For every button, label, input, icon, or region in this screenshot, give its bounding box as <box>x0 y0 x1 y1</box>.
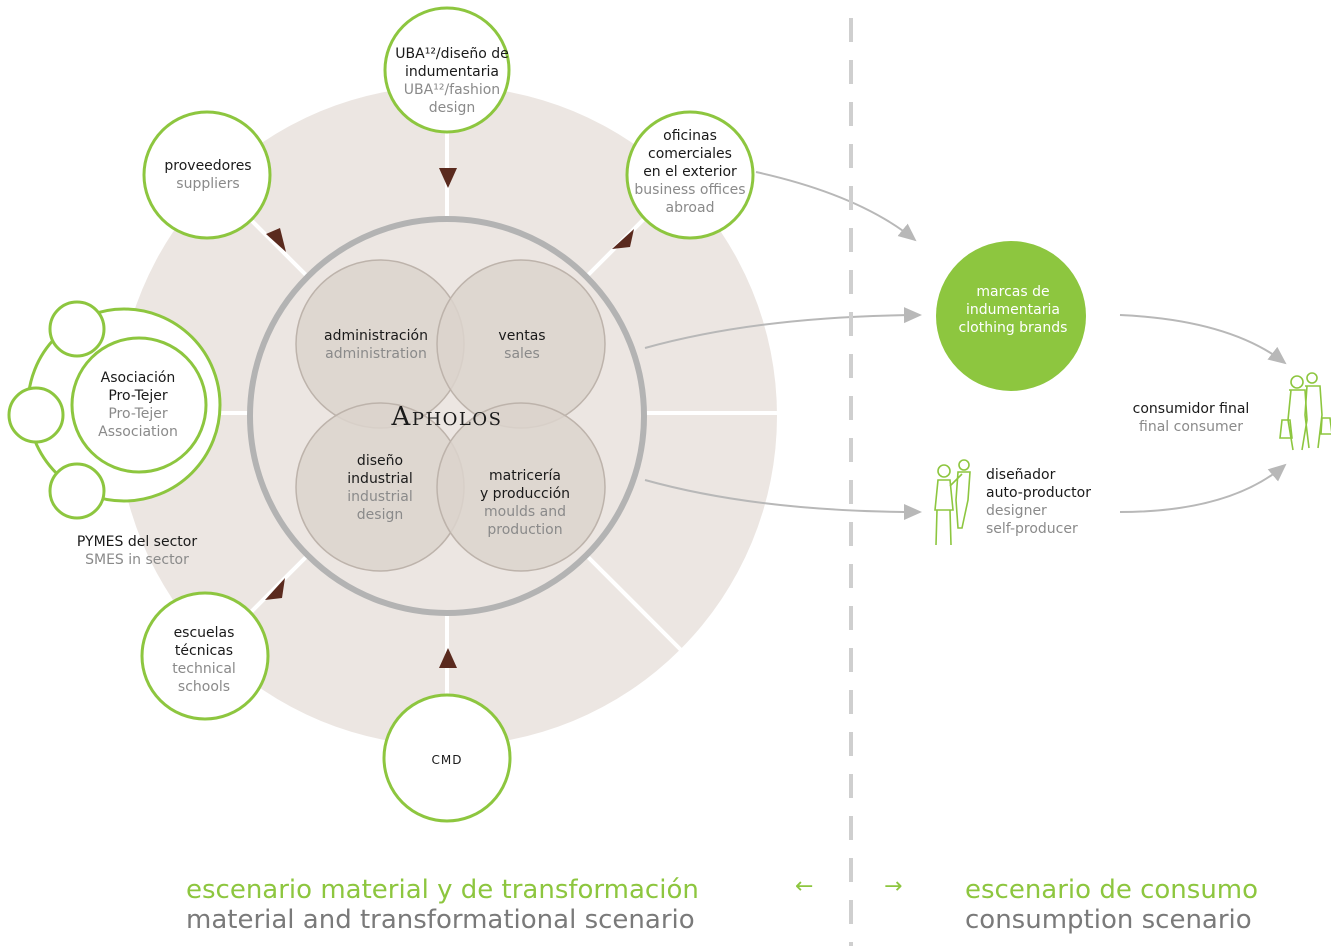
consumidor-label: consumidor final final consumer <box>1133 400 1250 436</box>
proveedores-circle <box>142 110 272 240</box>
escuelas-circle <box>140 591 270 721</box>
quadrant-label-en: production <box>487 522 563 538</box>
marcas-label-es: marcas de <box>976 284 1050 300</box>
disenador-label-en: designer <box>986 503 1047 519</box>
pymes-small-circle-top <box>48 300 106 358</box>
protejer-label-es: Pro-Tejer <box>108 388 168 404</box>
connector-marcas-consumidor <box>1119 314 1287 365</box>
arrowhead-from-cmd <box>439 648 457 668</box>
scenario-left-en: material and transformational scenario <box>186 905 695 935</box>
oficinas-label-es: en el exterior <box>643 164 737 180</box>
uba-label-en: design <box>428 100 476 116</box>
escuelas-label: escuelas técnicas technical schools <box>172 624 236 696</box>
arrowhead-to-oficinas <box>612 229 634 249</box>
quadrant-label-es: matricería <box>489 468 561 484</box>
quadrant-label-es: industrial <box>347 471 413 487</box>
quadrant-label-es: y producción <box>479 486 571 502</box>
consumidor-label-en: final consumer <box>1139 419 1243 435</box>
oficinas-circle <box>625 110 755 240</box>
pymes-small-circle-bottom <box>48 462 106 520</box>
connector-apholos-disenador <box>644 479 922 520</box>
cmd-circle <box>382 693 512 823</box>
quadrant-label-administration: administración administration <box>324 327 428 363</box>
oficinas-label-en: business offices <box>634 182 746 198</box>
satellite-circles <box>7 6 755 823</box>
proveedores-label-en: suppliers <box>176 176 240 192</box>
pymes-label: PYMES del sector SMES in sector <box>77 533 197 569</box>
cmd-label: CMD <box>432 751 463 769</box>
quadrant-label-en: industrial <box>347 489 413 505</box>
proveedores-label: proveedores suppliers <box>164 157 251 193</box>
uba-label-es: UBA¹²/diseño de <box>395 46 509 62</box>
arrowhead-from-proveedores <box>266 228 286 252</box>
protejer-label-en: Pro-Tejer <box>108 406 168 422</box>
connectors <box>644 171 1287 520</box>
oficinas-label: oficinas comerciales en el exterior busi… <box>634 127 745 217</box>
scenario-left-caption: escenario material y de transformación m… <box>186 875 699 935</box>
pymes-small-circle-left <box>7 386 65 444</box>
arrowheads <box>265 168 634 668</box>
escuelas-label-es: técnicas <box>174 643 234 659</box>
disenador-label: diseñador auto-productor designer self-p… <box>986 466 1091 538</box>
pymes-label-en: SMES in sector <box>85 552 189 568</box>
uba-label: UBA¹²/diseño de indumentaria UBA¹²/fashi… <box>395 45 508 117</box>
arrowhead-from-uba <box>439 168 457 188</box>
protejer-inner-circle <box>70 336 208 474</box>
uba-label-es: indumentaria <box>405 64 499 80</box>
oficinas-label-es: comerciales <box>648 146 732 162</box>
oficinas-label-en: abroad <box>665 200 715 216</box>
scenario-left-es: escenario material y de transformación <box>186 875 699 905</box>
quadrant-label-sales: ventas sales <box>498 327 545 363</box>
left-arrow-icon: ← <box>795 874 814 899</box>
marcas-circle <box>936 241 1086 391</box>
scenario-right-es: escenario de consumo <box>965 875 1259 905</box>
connector-apholos-marcas <box>644 307 922 349</box>
quadrant-label-industrial-design: diseño industrial industrial design <box>347 452 412 524</box>
marcas-label-es: indumentaria <box>966 302 1060 318</box>
quadrant-label-en: administration <box>325 346 427 362</box>
consumer-figure-icon <box>1279 372 1331 451</box>
disenador-label-es: diseñador <box>986 467 1056 483</box>
uba-circle <box>383 6 511 134</box>
disenador-label-en: self-producer <box>986 521 1078 537</box>
connector-disenador-consumidor <box>1119 463 1287 513</box>
quadrant-label-en: moulds and <box>484 504 566 520</box>
proveedores-label-es: proveedores <box>164 158 252 174</box>
designer-figure-icon <box>934 459 971 546</box>
right-arrow-icon: → <box>884 874 903 899</box>
quadrant-label-es: diseño <box>356 453 404 469</box>
protejer-label-en: Association <box>98 424 178 440</box>
protejer-label-es: Asociación <box>100 370 176 386</box>
escuelas-label-es: escuelas <box>173 625 235 641</box>
scenario-right-caption: escenario de consumo consumption scenari… <box>965 875 1258 935</box>
escuelas-label-en: technical <box>172 661 236 677</box>
oficinas-label-es: oficinas <box>663 128 717 144</box>
scenario-right-en: consumption scenario <box>965 905 1252 935</box>
arrowhead-from-escuelas <box>265 578 285 600</box>
quadrant-label-production: matricería y producción moulds and produ… <box>480 467 570 539</box>
pymes-label-es: PYMES del sector <box>76 534 198 550</box>
disenador-label-es: auto-productor <box>986 485 1091 501</box>
quadrant-production <box>436 402 606 572</box>
cmd-label-text: CMD <box>431 753 463 767</box>
escuelas-label-en: schools <box>177 679 231 695</box>
quadrant-label-es: ventas <box>498 328 546 344</box>
apholos-title: Apholos <box>391 402 503 432</box>
quadrant-label-es: administración <box>324 328 428 344</box>
protejer-label: Asociación Pro-Tejer Pro-Tejer Associati… <box>98 369 178 441</box>
quadrant-label-en: sales <box>504 346 540 362</box>
marcas-label-en: clothing brands <box>958 320 1068 336</box>
marcas-label: marcas de indumentaria clothing brands <box>959 283 1068 337</box>
connector-oficinas-marcas <box>755 171 917 242</box>
consumidor-label-es: consumidor final <box>1132 401 1250 417</box>
quadrant-circles <box>295 259 606 572</box>
uba-label-en: UBA¹²/fashion <box>403 82 501 98</box>
quadrant-label-en: design <box>356 507 404 523</box>
